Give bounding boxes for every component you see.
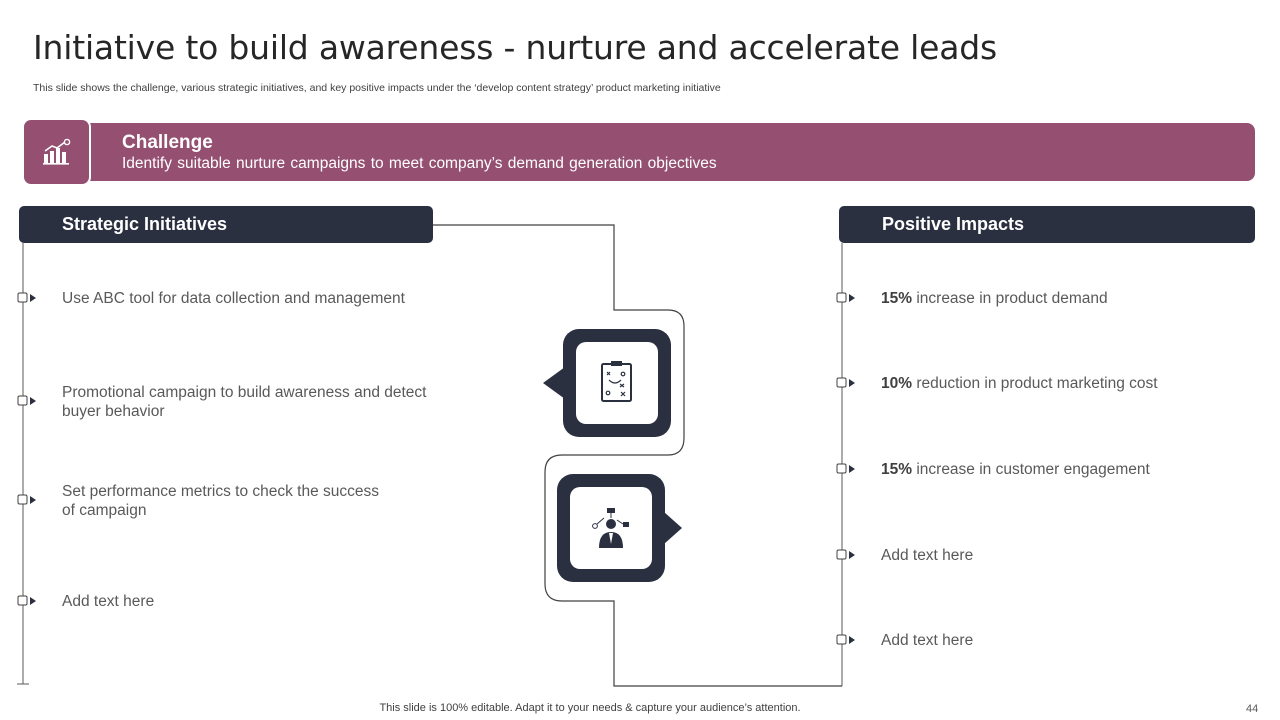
challenge-banner: [22, 123, 1255, 181]
page-number: 44: [1246, 703, 1259, 715]
challenge-heading: Challenge: [122, 132, 213, 153]
list-item: 10% reduction in product marketing cost: [881, 375, 1158, 392]
bullet-marker-icon: [836, 463, 855, 474]
list-item: Add text here: [62, 593, 155, 610]
challenge-text: Identify suitable nurture campaigns to m…: [122, 155, 717, 172]
list-item: 15% increase in customer engagement: [881, 461, 1150, 478]
challenge-icon-box: [22, 118, 91, 186]
list-item: 15% increase in product demand: [881, 290, 1108, 307]
businessman-network-icon: [592, 508, 629, 548]
bullet-marker-icon: [836, 634, 855, 645]
bullet-marker-icon: [836, 549, 855, 560]
strategic-initiatives-header: Strategic Initiatives: [19, 206, 433, 243]
bullet-marker-icon: [836, 292, 855, 303]
strategy-board-icon: [601, 361, 632, 402]
bullet-marker-icon: [17, 292, 36, 303]
page-subtitle: This slide shows the challenge, various …: [33, 82, 721, 94]
page-title: Initiative to build awareness - nurture …: [33, 28, 997, 67]
list-item: Set performance metrics to check the suc…: [62, 483, 380, 519]
list-item: Use ABC tool for data collection and man…: [62, 290, 405, 307]
bullet-marker-icon: [836, 377, 855, 388]
bullet-marker-icon: [17, 595, 36, 606]
list-item: Add text here: [881, 547, 974, 564]
positive-impacts-header: Positive Impacts: [839, 206, 1255, 243]
list-item: Add text here: [881, 632, 974, 649]
bullet-marker-icon: [17, 395, 36, 406]
bullet-marker-icon: [17, 494, 36, 505]
footer-note: This slide is 100% editable. Adapt it to…: [379, 702, 801, 714]
growth-chart-icon: [42, 138, 70, 165]
list-item: Promotional campaign to build awareness …: [62, 384, 427, 420]
